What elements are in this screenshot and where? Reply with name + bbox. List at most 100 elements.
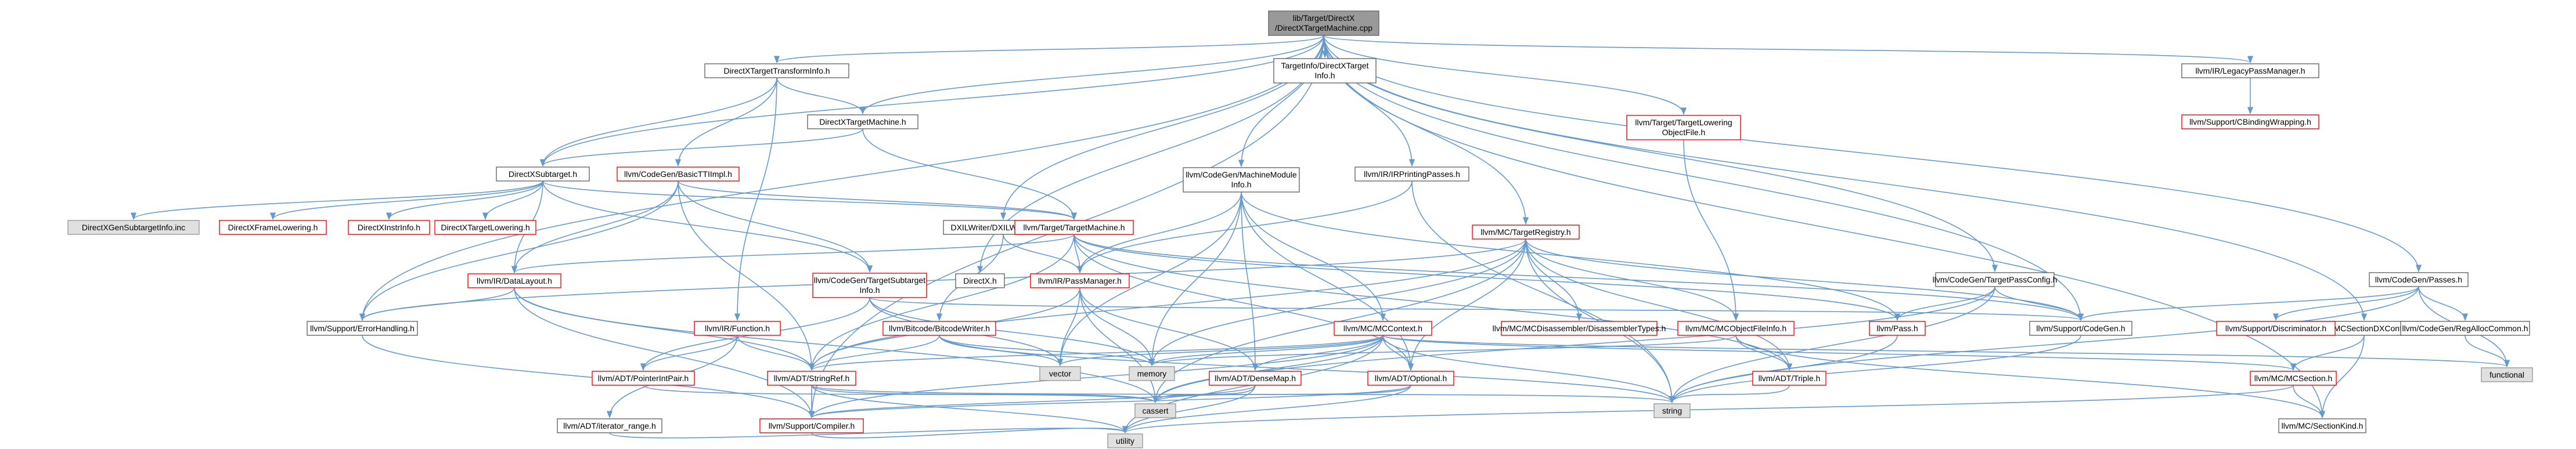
node-ptrint[interactable]: llvm/ADT/PointerIntPair.h — [592, 371, 695, 386]
node-mcsection[interactable]: llvm/MC/MCSection.h — [2250, 371, 2337, 386]
edge-irprint-to-passmgr — [1076, 180, 1413, 274]
node-box — [2278, 418, 2366, 433]
node-densemap[interactable]: llvm/ADT/DenseMap.h — [1209, 371, 1302, 386]
node-box — [1030, 273, 1130, 288]
node-mctreg[interactable]: llvm/MC/TargetRegistry.h — [1472, 224, 1580, 240]
edge-dxtti-to-dxtm — [776, 77, 866, 115]
node-compiler[interactable]: llvm/Support/Compiler.h — [759, 418, 864, 433]
node-box — [1129, 366, 1175, 381]
node-bcwriter[interactable]: llvm/Bitcode/BitcodeWriter.h — [882, 321, 996, 336]
edge-datalayout-to-cassert — [514, 287, 1158, 404]
node-dxframe[interactable]: DirectXFrameLowering.h — [219, 220, 327, 235]
edge-pass-to-string — [1669, 335, 1898, 404]
node-supdisc[interactable]: llvm/Support/Discriminator.h — [2216, 321, 2336, 336]
edge-passmgr-to-vector — [1057, 287, 1080, 367]
node-dxtti[interactable]: DirectXTargetTransformInfo.h — [704, 63, 849, 78]
node-cgpasses[interactable]: llvm/CodeGen/Passes.h — [2369, 272, 2469, 287]
node-label: llvm/MC/MCDisassembler/DisassemblerTypes… — [1493, 324, 1666, 333]
node-dxgeninc[interactable]: DirectXGenSubtargetInfo.inc — [67, 220, 200, 235]
node-dxsub[interactable]: DirectXSubtarget.h — [496, 166, 590, 182]
edge-irfunc-to-stringref — [737, 335, 815, 371]
node-dxinstr[interactable]: DirectXInstrInfo.h — [348, 220, 430, 235]
node-box — [2250, 371, 2337, 386]
node-pass[interactable]: llvm/Pass.h — [1869, 321, 1926, 336]
node-tmach[interactable]: llvm/Target/TargetMachine.h — [1014, 220, 1134, 235]
edge-bcwriter-to-stringref — [808, 335, 940, 371]
edge-cgpasses-to-supdisc — [2272, 286, 2419, 321]
node-label: llvm/Support/CBindingWrapping.h — [2189, 117, 2311, 126]
node-label: TargetInfo/DirectXTarget — [1281, 61, 1369, 70]
node-box — [1869, 321, 1926, 336]
edge-triple-to-string — [1669, 385, 1790, 404]
edge-mcctx-to-compiler — [809, 335, 1384, 419]
edge-basictti-to-errh — [359, 180, 679, 321]
node-box — [1273, 58, 1377, 84]
edge-cgtsi-to-memory — [869, 297, 1155, 367]
node-label: llvm/ADT/iterator_range.h — [563, 421, 656, 430]
node-label: llvm/CodeGen/Passes.h — [2375, 275, 2462, 284]
node-optional[interactable]: llvm/ADT/Optional.h — [1367, 371, 1454, 386]
node-label: llvm/CodeGen/TargetPassConfig.h — [1933, 275, 2058, 284]
node-label: string — [1662, 406, 1682, 415]
node-box — [557, 418, 662, 433]
node-itrange[interactable]: llvm/ADT/iterator_range.h — [557, 418, 662, 433]
edge-cgtpc-to-pass — [1894, 286, 1995, 321]
node-cassert[interactable]: cassert — [1134, 403, 1176, 418]
node-string[interactable]: string — [1653, 403, 1691, 418]
node-errh[interactable]: llvm/Support/ErrorHandling.h — [307, 321, 418, 336]
edge-densemap-to-cassert — [1152, 385, 1256, 404]
node-dxtm[interactable]: DirectXTargetMachine.h — [807, 114, 918, 129]
node-root[interactable]: lib/Target/DirectX/DirectXTargetMachine.… — [1268, 10, 1379, 36]
edge-mctreg-to-memory — [1148, 238, 1526, 367]
node-passmgr[interactable]: llvm/IR/PassManager.h — [1030, 273, 1130, 288]
node-irprint[interactable]: llvm/IR/IRPrintingPasses.h — [1354, 166, 1469, 182]
node-supcg[interactable]: llvm/Support/CodeGen.h — [2029, 321, 2132, 336]
node-seckind[interactable]: llvm/MC/SectionKind.h — [2278, 418, 2366, 433]
edge-cgpasses-to-supcg — [2078, 286, 2419, 321]
node-basictti[interactable]: llvm/CodeGen/BasicTTIImpl.h — [617, 166, 740, 182]
node-box — [2181, 63, 2319, 78]
node-mcofi[interactable]: llvm/MC/MCObjectFileInfo.h — [1677, 321, 1795, 336]
node-label: DirectXGenSubtargetInfo.inc — [82, 223, 185, 232]
node-functional[interactable]: functional — [2481, 367, 2533, 382]
node-label: DirectXFrameLowering.h — [228, 223, 318, 232]
edge-passmgr-to-cassert — [1079, 287, 1159, 404]
node-cgregalloc[interactable]: llvm/CodeGen/RegAllocCommon.h — [2400, 321, 2530, 336]
edge-cgmm-to-memory — [1148, 191, 1242, 367]
node-mcctx[interactable]: llvm/MC/MCContext.h — [1334, 321, 1432, 336]
node-dxtl[interactable]: DirectXTargetLowering.h — [434, 220, 536, 235]
node-legacypm[interactable]: llvm/IR/LegacyPassManager.h — [2181, 63, 2319, 78]
node-directxh[interactable]: DirectX.h — [955, 273, 1005, 288]
edge-root-to-directxh — [977, 35, 1324, 274]
edge-dxtti-to-basictti — [675, 77, 777, 167]
node-memory[interactable]: memory — [1129, 366, 1175, 381]
node-triple[interactable]: llvm/ADT/Triple.h — [1752, 371, 1826, 386]
node-label: DirectXSubtarget.h — [509, 169, 577, 179]
node-label: llvm/IR/PassManager.h — [1038, 276, 1122, 285]
edge-compiler-to-utility — [811, 426, 1128, 439]
node-label: memory — [1137, 369, 1167, 378]
node-box — [1472, 224, 1580, 240]
node-irfunc[interactable]: llvm/IR/Function.h — [694, 321, 781, 336]
node-datalayout[interactable]: llvm/IR/DataLayout.h — [467, 273, 561, 288]
edge-tlof-to-mcofi — [1683, 139, 1739, 321]
node-label: functional — [2489, 370, 2524, 379]
node-cgtpc[interactable]: llvm/CodeGen/TargetPassConfig.h — [1933, 272, 2058, 287]
node-box — [807, 114, 918, 129]
node-box — [1501, 321, 1658, 336]
edge-dxtm-to-tmach — [862, 128, 1078, 220]
node-stringref[interactable]: llvm/ADT/StringRef.h — [767, 371, 856, 386]
node-label: llvm/CodeGen/BasicTTIImpl.h — [624, 169, 732, 179]
edge-dxtti-to-irfunc — [734, 77, 777, 321]
node-label: Info.h — [1231, 180, 1251, 189]
node-utility[interactable]: utility — [1107, 433, 1143, 448]
node-cbinding[interactable]: llvm/Support/CBindingWrapping.h — [2181, 114, 2319, 129]
node-vector[interactable]: vector — [1039, 366, 1081, 381]
node-mcdis[interactable]: llvm/MC/MCDisassembler/DisassemblerTypes… — [1493, 321, 1666, 336]
node-label: llvm/Bitcode/BitcodeWriter.h — [889, 324, 990, 333]
